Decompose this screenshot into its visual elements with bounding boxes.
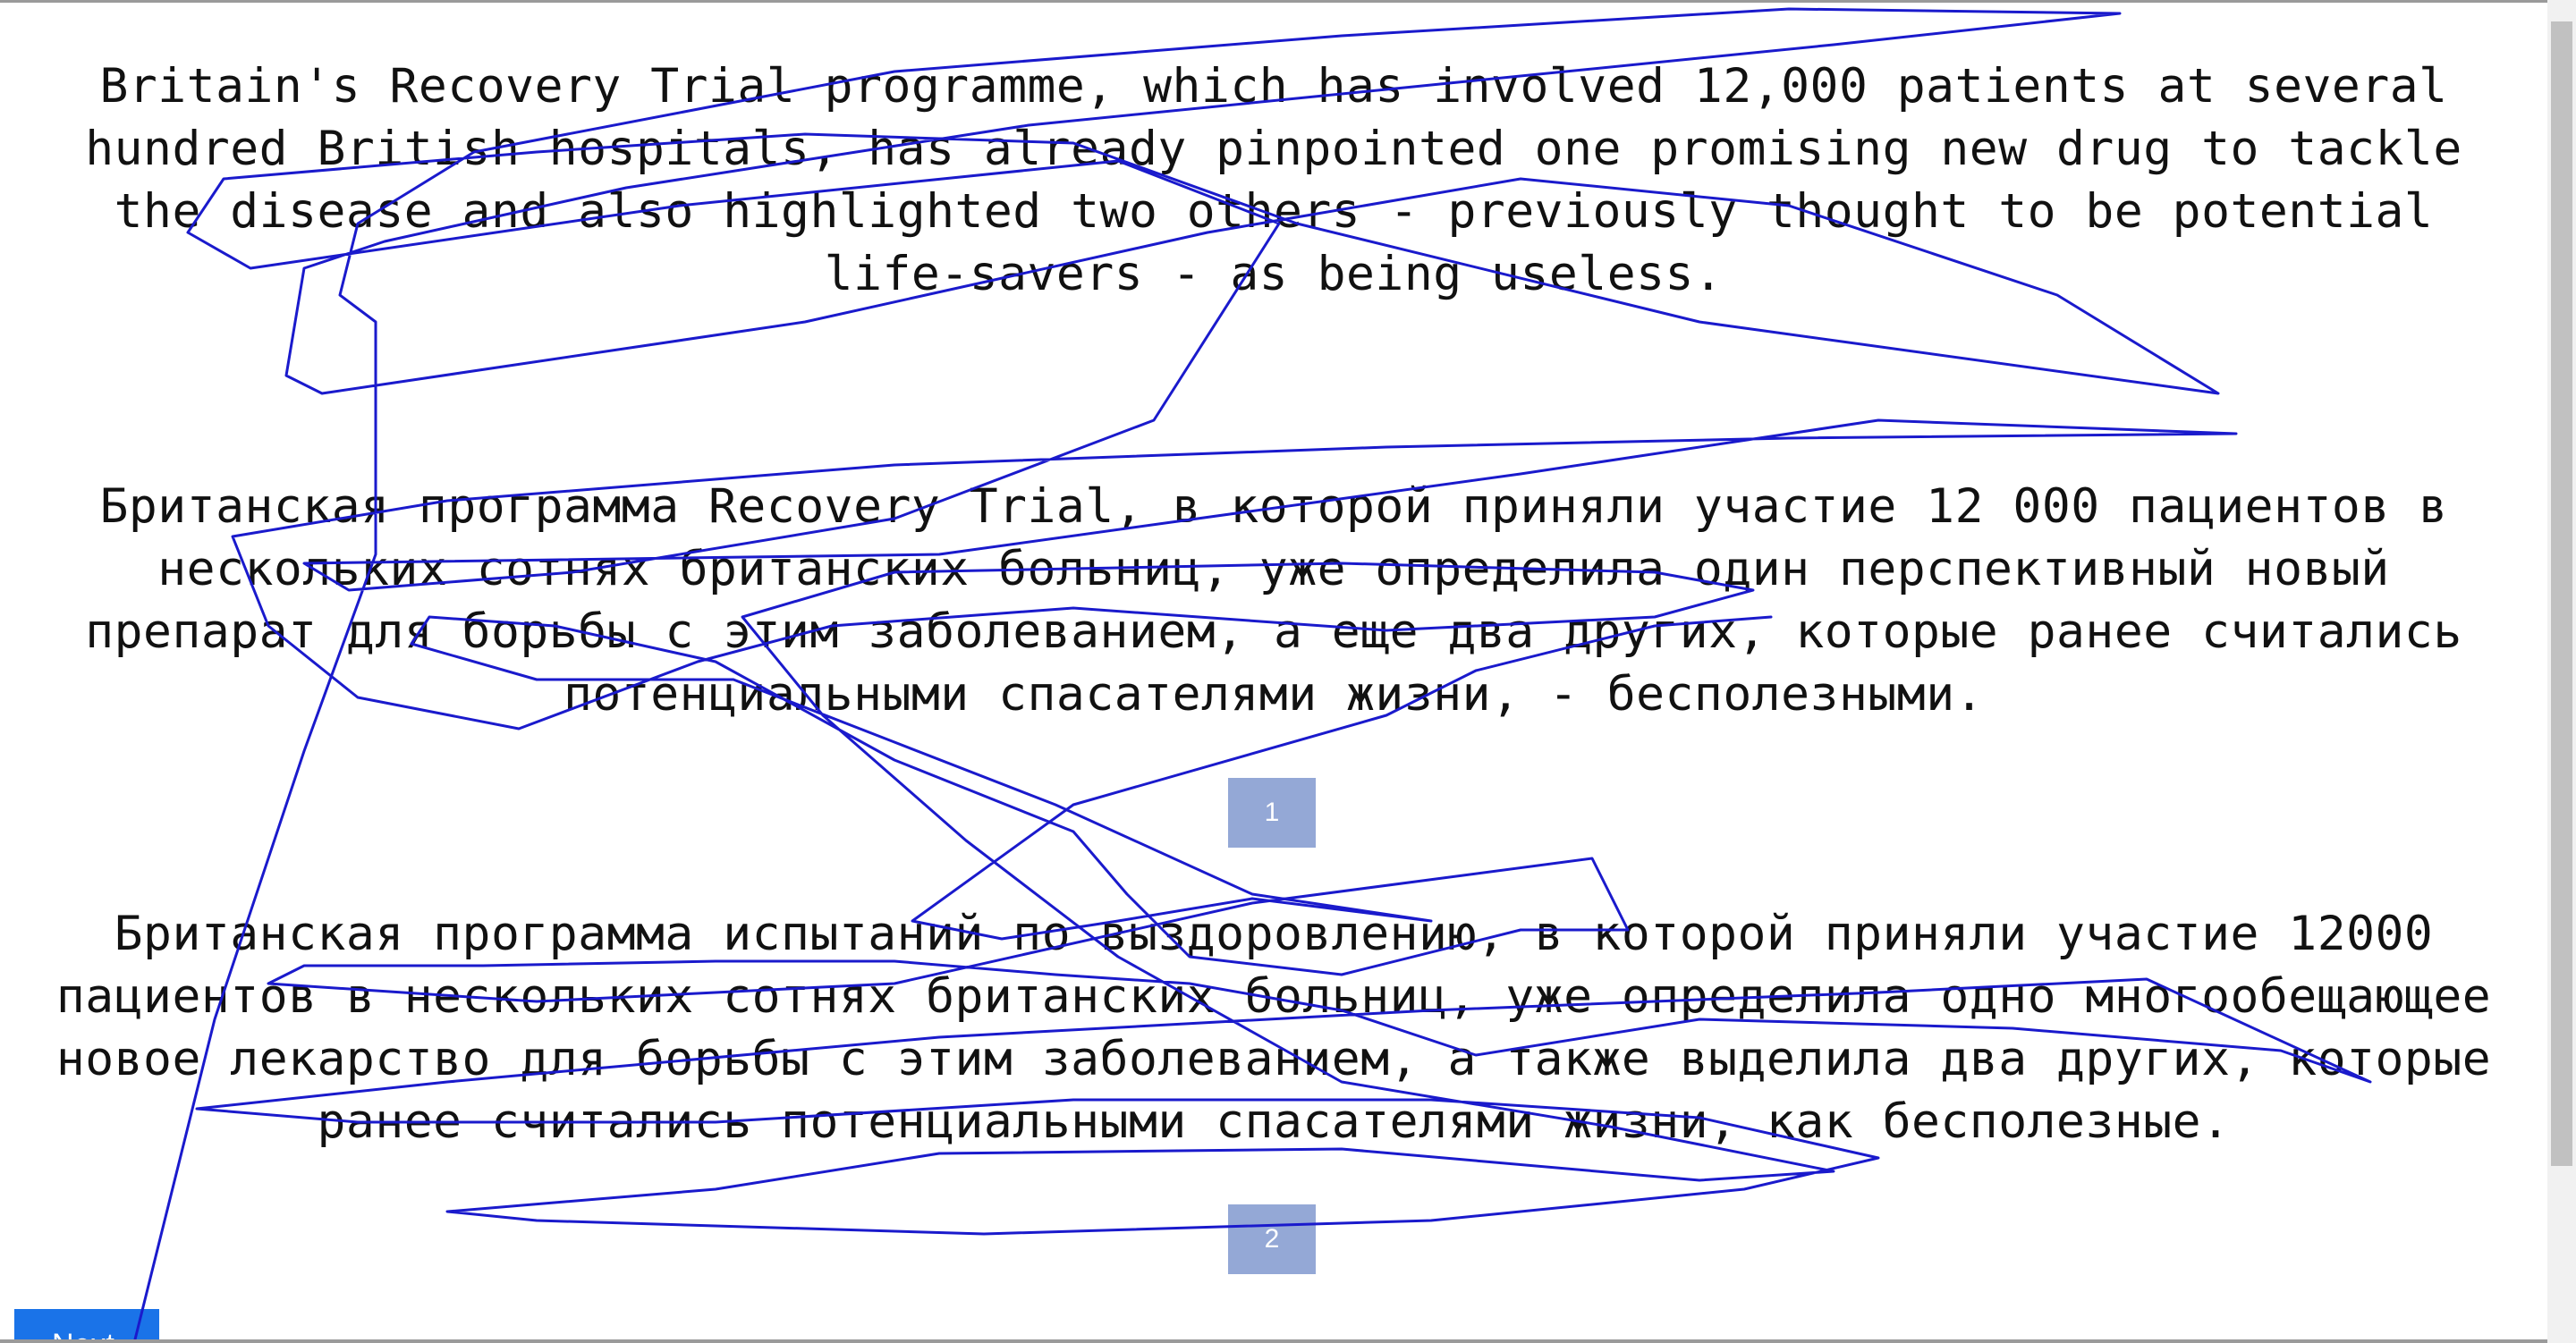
translation-option-2: Британская программа испытаний по выздор… [55, 907, 2492, 1149]
translation-option-1: Британская программа Recovery Trial, в к… [85, 479, 2462, 722]
scrollbar-thumb[interactable] [2551, 21, 2572, 1166]
source-text: Britain's Recovery Trial programme, whic… [85, 59, 2462, 301]
choose-option-2-button[interactable]: 2 [1228, 1204, 1316, 1274]
scrollbar[interactable] [2547, 0, 2576, 1343]
top-border [0, 0, 2576, 3]
choose-option-1-button[interactable]: 1 [1228, 778, 1316, 848]
bottom-border [0, 1339, 2547, 1343]
next-button[interactable]: Next [14, 1309, 159, 1343]
